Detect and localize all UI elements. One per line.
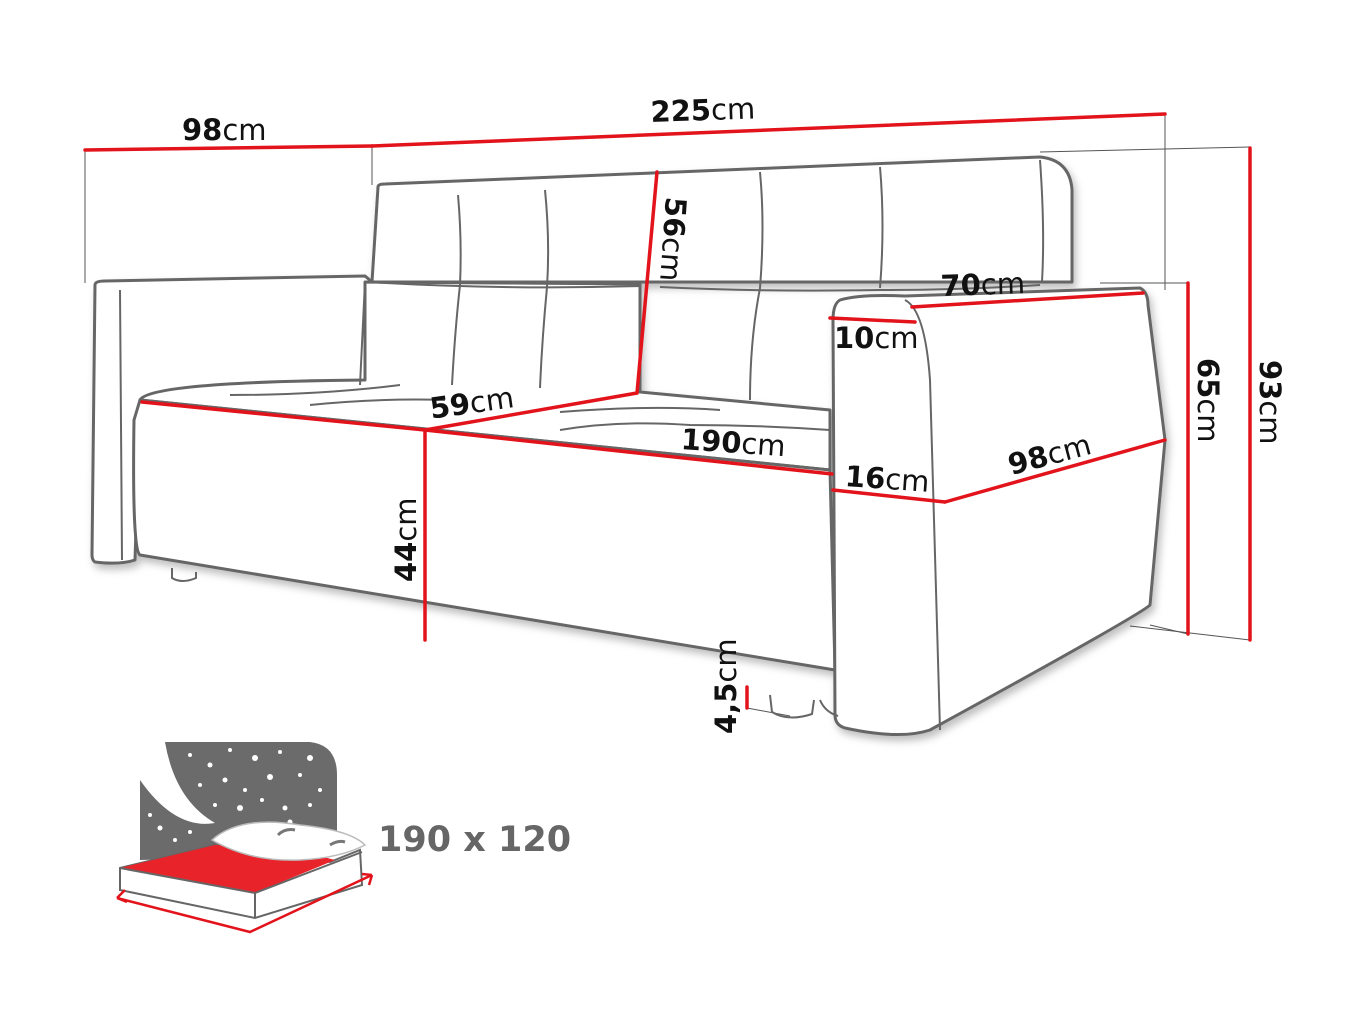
dimension-lines (83, 112, 1252, 710)
sofa-outline (90, 155, 1167, 736)
armrest-top-width-label: 10cm (834, 321, 919, 355)
width-total-label: 225cm (649, 91, 756, 129)
armrest-height-label: 65cm (1191, 358, 1225, 443)
armrest-depth-label: 70cm (939, 266, 1026, 303)
height-total-label: 93cm (1253, 360, 1287, 445)
depth-total-label: 98cm (182, 113, 267, 147)
armrest-bottom-width-label: 16cm (843, 459, 931, 499)
backrest-height-label: 56cm (653, 195, 693, 283)
seat-height-label: 44cm (389, 497, 423, 582)
bed-size-label: 190 x 120 (378, 820, 572, 860)
sleeping-length-label: 190cm (679, 422, 787, 464)
extension-lines (84, 114, 1251, 717)
sofa-bed-icon (116, 742, 374, 934)
sofa-details (119, 159, 1045, 731)
leg-height-label: 4,5cm (709, 638, 743, 734)
